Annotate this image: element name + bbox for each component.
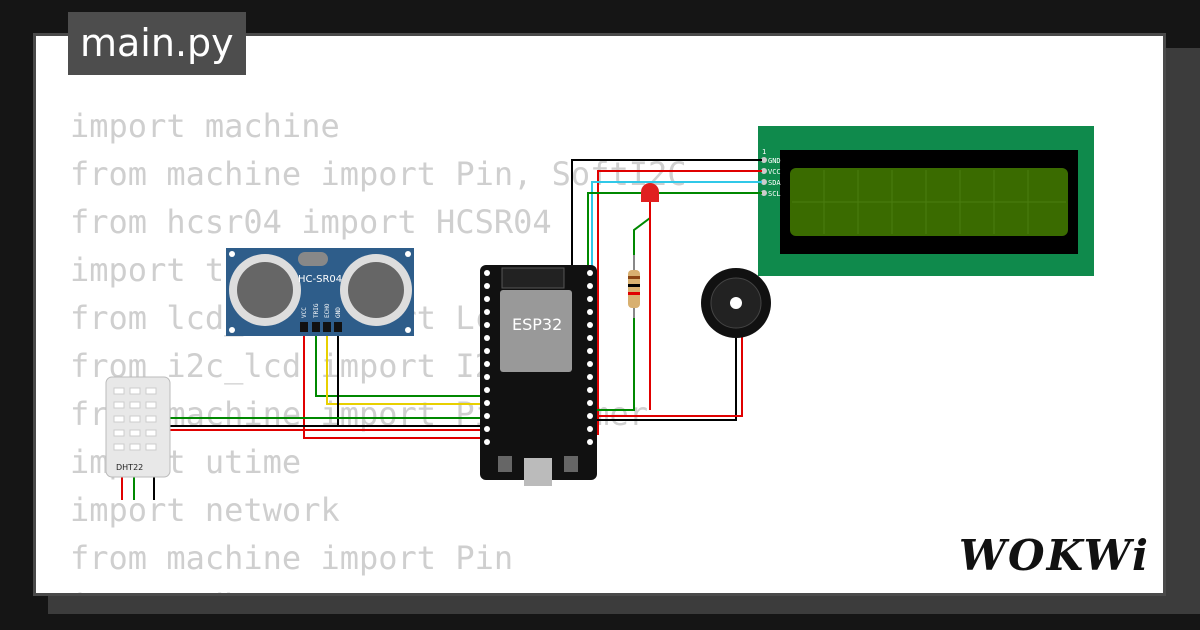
- ultrasonic-sensor[interactable]: HC-SR04 VCC TRIG ECHO GND: [226, 248, 414, 336]
- lcd-pin-vcc: VCC: [768, 168, 781, 176]
- code-line: import machine: [70, 107, 340, 145]
- us-pin-gnd: GND: [335, 307, 342, 318]
- lcd-pin-gnd: GND: [768, 157, 781, 165]
- led[interactable]: [641, 183, 659, 202]
- code-background: import machine from machine import Pin, S…: [70, 102, 687, 593]
- us-pin-trig: TRIG: [313, 303, 320, 318]
- dht22-sensor[interactable]: DHT22: [105, 376, 171, 478]
- lcd-display[interactable]: 1 GND VCC SDA SCL: [758, 126, 1094, 276]
- resistor[interactable]: [628, 255, 640, 318]
- lcd-pin-sda: SDA: [768, 179, 781, 187]
- code-line: import dht: [70, 582, 687, 593]
- code-line: from machine import Pin, SoftI2C: [70, 155, 687, 193]
- lcd-pin-index: 1: [762, 148, 766, 156]
- ultrasonic-label: HC-SR04: [298, 274, 342, 285]
- wokwi-logo: WOKWi: [958, 531, 1150, 580]
- lcd-pin-scl: SCL: [768, 190, 781, 198]
- code-line: from hcsr04 import HCSR04: [70, 203, 552, 241]
- us-pin-vcc: VCC: [301, 307, 308, 318]
- buzzer[interactable]: [701, 268, 771, 338]
- dht-label: DHT22: [116, 463, 143, 472]
- esp32-board[interactable]: ESP32: [480, 265, 597, 486]
- code-line: from machine import Pin: [70, 539, 514, 577]
- esp32-label: ESP32: [512, 315, 562, 334]
- file-tab[interactable]: main.py: [68, 12, 246, 75]
- wires: [121, 159, 762, 500]
- us-pin-echo: ECHO: [324, 303, 331, 318]
- code-line: import network: [70, 491, 340, 529]
